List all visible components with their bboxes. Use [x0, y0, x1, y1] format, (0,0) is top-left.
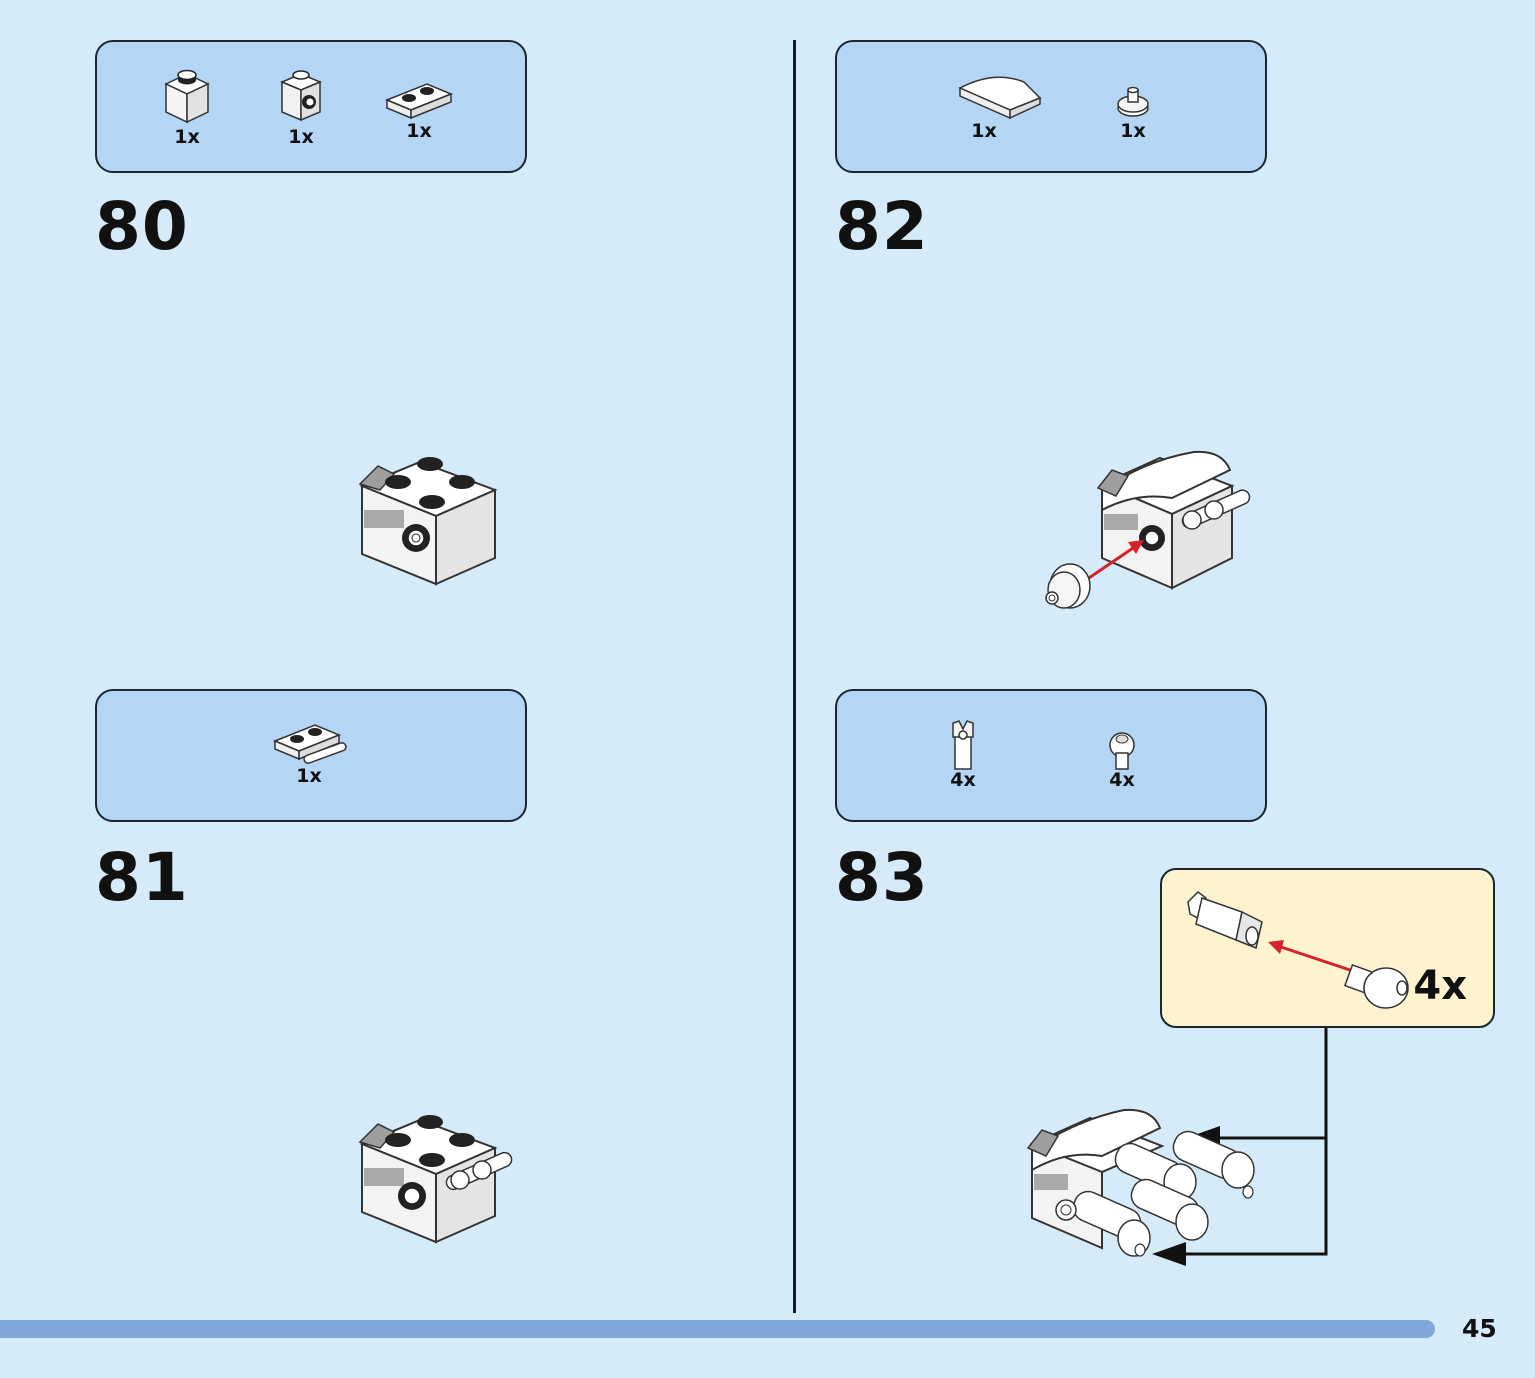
page-number: 45 [1462, 1314, 1497, 1343]
step-81-model [358, 1115, 513, 1244]
plate-1x2-icon [385, 83, 453, 120]
part-qty: 1x [406, 120, 432, 142]
part-qty: 4x [950, 769, 976, 791]
part-round-plate: 1x [1093, 84, 1173, 142]
bar-holder-clip-icon [952, 720, 974, 770]
step-number: 82 [835, 188, 929, 265]
part-cone-nozzle: 4x [1082, 729, 1162, 791]
nozzle-bottom-right [1130, 1178, 1209, 1241]
step-82-model [1045, 450, 1251, 609]
part-brick-1x1-side-stud: 1x [261, 66, 341, 148]
sub-assembly-callout: 4x [1160, 868, 1495, 1028]
step-83-model [1026, 1108, 1255, 1257]
part-qty: 1x [296, 765, 322, 787]
brick-1x1-side-stud-icon [280, 70, 322, 122]
step-80-model [358, 457, 498, 586]
nozzle-bottom-left [1072, 1190, 1151, 1257]
assembly-arrow [1085, 544, 1137, 582]
part-qty: 1x [1120, 120, 1146, 142]
part-bar-holder-clip: 4x [923, 717, 1003, 791]
nozzle-top-right [1172, 1130, 1255, 1199]
part-brick-1x1: 1x [147, 66, 227, 148]
part-plate-1x2: 1x [379, 78, 459, 142]
plate-1x2-with-bar-icon [273, 724, 347, 764]
part-qty: 1x [174, 126, 200, 148]
part-plate-1x2-with-bar: 1x [269, 717, 349, 787]
part-qty: 1x [288, 126, 314, 148]
step-number: 83 [835, 839, 929, 916]
callout-qty: 4x [1413, 963, 1467, 1009]
brick-1x1-icon [164, 69, 210, 124]
step-82-parts-box: 1x 1x [835, 40, 1267, 173]
assembly-arrow [1277, 944, 1351, 972]
curved-slope-icon [958, 76, 1042, 120]
step-80-parts-box: 1x 1x 1x [95, 40, 527, 173]
round-plate-with-pin-icon [1117, 86, 1149, 117]
part-qty: 4x [1109, 769, 1135, 791]
part-qty: 1x [971, 120, 997, 142]
part-curved-slope: 1x [949, 70, 1049, 142]
footer-bar [0, 1320, 1435, 1338]
step-number: 80 [95, 188, 189, 265]
step-number: 81 [95, 839, 189, 916]
cone-nozzle-icon [1109, 732, 1135, 770]
page-divider [793, 40, 796, 1313]
step-83-parts-box: 4x 4x [835, 689, 1267, 822]
sub-assembly-diagram [1187, 891, 1409, 1009]
step-81-parts-box: 1x [95, 689, 527, 822]
